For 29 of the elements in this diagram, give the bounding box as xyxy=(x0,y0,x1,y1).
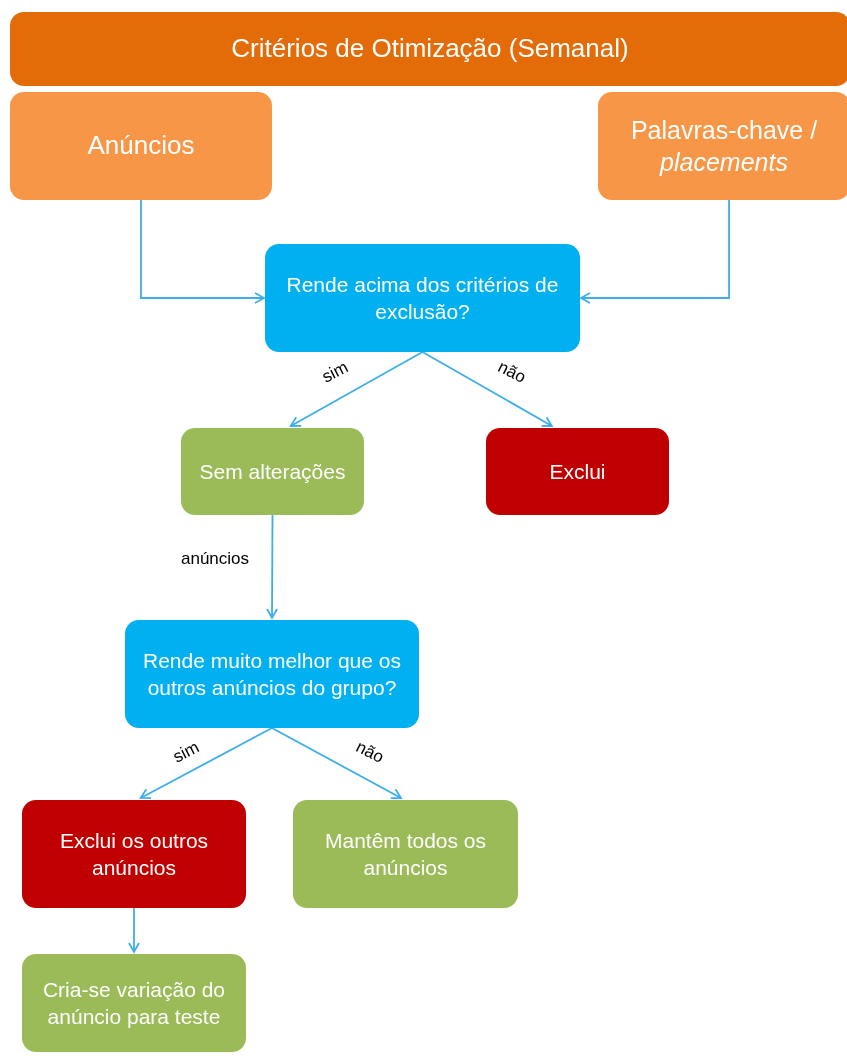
arrow xyxy=(128,907,140,953)
outcome-box xyxy=(486,428,669,515)
node-text: Critérios de Otimização (Semanal) xyxy=(231,32,629,66)
node-text: Cria-se variação do anúncio para teste xyxy=(41,976,227,1030)
outcome-box xyxy=(293,800,518,908)
node-text: Rende acima dos critérios de exclusão? xyxy=(285,271,560,325)
arrow xyxy=(140,199,265,304)
outcome-box xyxy=(22,800,246,908)
arrow xyxy=(266,514,278,619)
category-box xyxy=(598,92,847,200)
outcome-box xyxy=(181,428,364,515)
node-text: Rende muito melhor que os outros anúncios do grupo? xyxy=(142,647,402,701)
arrow xyxy=(139,727,273,800)
decision-box xyxy=(265,244,580,352)
edge-label: anúncios xyxy=(178,549,252,567)
node-text: Palavras-chave / placements xyxy=(629,114,819,178)
header-box xyxy=(10,12,847,86)
node-text: Exclui os outros anúncios xyxy=(58,827,210,881)
arrow xyxy=(271,727,402,799)
arrow xyxy=(421,351,553,427)
node-text: Anúncios xyxy=(87,129,195,163)
node-text: Sem alterações xyxy=(199,458,346,485)
decision-box xyxy=(125,620,419,728)
arrow xyxy=(289,351,424,427)
outcome-box xyxy=(22,954,246,1052)
arrow xyxy=(580,199,730,304)
category-box xyxy=(10,92,272,200)
node-text: Mantêm todos os anúncios xyxy=(323,827,488,881)
node-text: Exclui xyxy=(549,458,606,485)
